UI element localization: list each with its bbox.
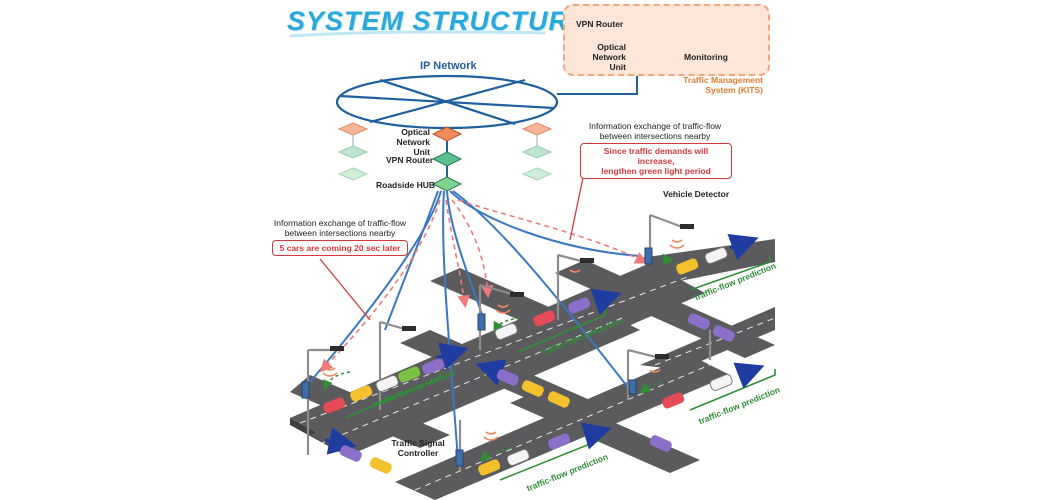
car xyxy=(422,358,445,375)
info-exchange-left: Information exchange of traffic-flow bet… xyxy=(273,218,407,238)
car xyxy=(662,392,685,409)
car xyxy=(323,397,346,414)
signal-heads xyxy=(330,224,694,359)
onu-label: Optical Network Unit xyxy=(396,127,430,157)
car xyxy=(709,373,733,391)
roadside-nodes xyxy=(337,122,553,192)
car xyxy=(712,325,735,342)
info-arrows xyxy=(319,199,648,373)
car xyxy=(506,448,530,466)
traffic-signal-controller-label: Traffic Signal Controller xyxy=(391,438,445,458)
ip-network-label: IP Network xyxy=(420,60,477,72)
kits-vpn-router-label: VPN Router xyxy=(576,19,624,29)
detection-arcs xyxy=(322,253,691,463)
kits-system-label: Traffic Management System (KITS) xyxy=(683,75,763,95)
car xyxy=(548,433,571,450)
car xyxy=(704,246,728,264)
signal-controllers xyxy=(301,247,653,467)
kits-panel xyxy=(563,4,770,76)
car xyxy=(478,459,501,476)
left-callout-pointer xyxy=(319,258,371,321)
car xyxy=(649,435,672,452)
vehicles xyxy=(323,246,735,476)
info-exchange-right: Information exchange of traffic-flow bet… xyxy=(588,121,722,141)
car xyxy=(521,380,544,397)
car xyxy=(533,310,556,327)
car xyxy=(547,391,570,408)
detector-waves xyxy=(322,239,685,441)
callout-right: Since traffic demands will increase, len… xyxy=(580,143,732,179)
callout-left: 5 cars are coming 20 sec later xyxy=(272,240,408,256)
vehicle-detector-label: Vehicle Detector xyxy=(663,189,730,199)
car xyxy=(375,374,399,392)
right-callout-pointer xyxy=(569,167,586,241)
kits-onu-label: Optical Network Unit xyxy=(592,42,626,72)
car xyxy=(676,258,699,275)
car xyxy=(687,313,710,330)
title-underline xyxy=(289,30,546,38)
car xyxy=(398,366,421,383)
car xyxy=(369,457,392,474)
car xyxy=(339,445,362,462)
page-title: SYSTEM STRUCTURE xyxy=(287,6,589,36)
vpn-router-label: VPN Router xyxy=(386,155,434,165)
roadside-hub-label: Roadside HUB xyxy=(376,180,436,190)
car xyxy=(496,369,519,386)
monitoring-label: Monitoring xyxy=(684,52,728,62)
car xyxy=(494,322,518,340)
hub-links xyxy=(309,190,641,461)
traffic-direction-arrows xyxy=(324,234,765,455)
car xyxy=(350,385,373,402)
car xyxy=(568,297,591,314)
